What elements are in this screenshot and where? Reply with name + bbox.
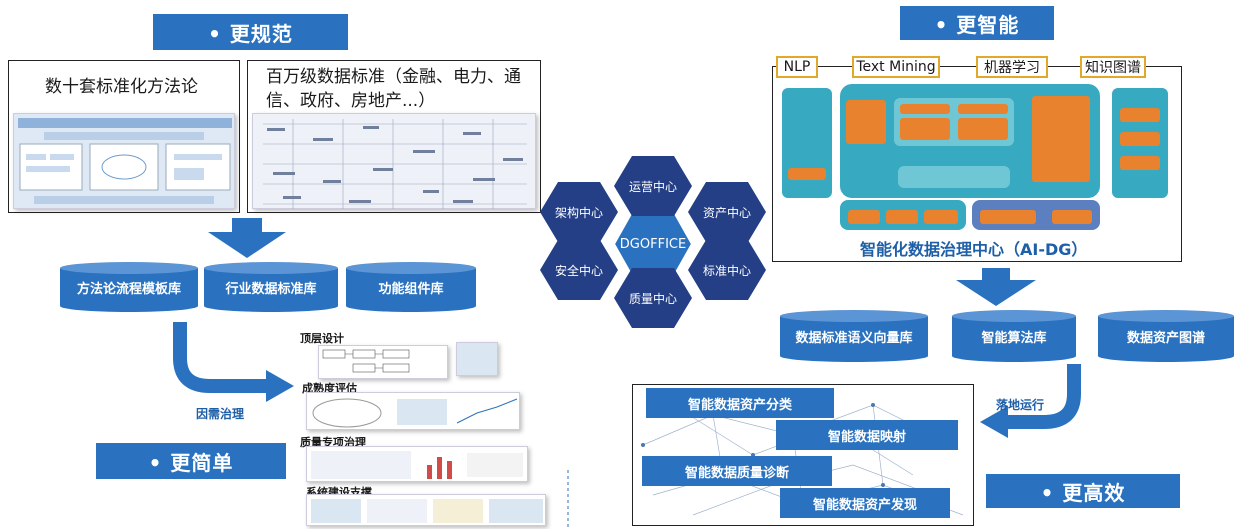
model-bar (898, 166, 1010, 188)
hex-asset: 资产中心 (688, 182, 766, 242)
curved-arrow-on-demand (173, 322, 294, 402)
cylinder-label: 功能组件库 (378, 281, 444, 297)
doc-system (306, 494, 546, 526)
doc-top-design-table (456, 342, 498, 376)
storage-card-3 (924, 210, 958, 224)
storage-card-2 (886, 210, 918, 224)
tag-text-mining: Text Mining (852, 56, 940, 78)
doc-maturity (306, 392, 520, 430)
ribbon-quality-diagnosis: 智能数据质量诊断 (642, 456, 832, 486)
stack-label-top-design: 顶层设计 (300, 332, 344, 345)
preprocess-card (846, 100, 886, 144)
ai-client-panel (1112, 88, 1168, 198)
cylinder-label: 方法论流程模板库 (76, 281, 181, 297)
dashed-divider (567, 470, 569, 528)
data-tag-card (788, 168, 826, 180)
hex-label: 架构中心 (554, 205, 603, 220)
cylinder-asset-graph: 数据资产图谱 (1098, 310, 1234, 362)
algorithm-panel (894, 98, 1014, 146)
on-demand-label: 因需治理 (196, 407, 245, 421)
stack-label-maturity: 成熟度评估 (302, 382, 357, 395)
ribbon-asset-classification: 智能数据资产分类 (646, 388, 834, 418)
algo-card-4 (958, 118, 1008, 140)
client-card-2 (1120, 132, 1160, 146)
ai-data-panel (782, 88, 832, 198)
standards-network-illustration (263, 119, 527, 209)
algo-card-2 (958, 104, 1008, 114)
deploy-label: 落地运行 (996, 398, 1045, 412)
doc-top-design (318, 345, 448, 379)
doc-quality (306, 446, 528, 482)
cylinder-industry-standards: 行业数据标准库 (204, 262, 338, 312)
cylinder-methodology-template: 方法论流程模板库 (60, 262, 198, 312)
hex-center-dgoffice: DGOFFICE (614, 212, 692, 276)
client-card-3 (1120, 156, 1160, 170)
hex-architecture: 架构中心 (540, 182, 618, 242)
banner-more-efficient: • 更高效 (986, 474, 1180, 508)
interface-card (1032, 96, 1090, 182)
monitor-label-area (1116, 206, 1166, 222)
cylinder-function-components: 功能组件库 (346, 262, 476, 312)
hex-label: 资产中心 (702, 205, 751, 220)
algo-card-1 (900, 104, 950, 114)
banner-simpler: • 更简单 (96, 443, 286, 479)
tag-nlp: NLP (776, 56, 818, 78)
down-arrow-right (956, 268, 1036, 306)
storage-card-1 (848, 210, 880, 224)
hex-operations: 运营中心 (614, 156, 692, 216)
tag-knowledge-graph: 知识图谱 (1080, 56, 1146, 78)
ai-dg-title: 智能化数据治理中心（AI-DG） (860, 240, 1088, 259)
banner-more-standard: • 更规范 (153, 14, 348, 50)
stack-label-quality: 质量专项治理 (300, 436, 366, 449)
hex-label: 质量中心 (628, 291, 677, 306)
curved-arrow-deploy (980, 364, 1081, 438)
banner-more-intelligent: • 更智能 (900, 6, 1054, 40)
methods-thumbnail (13, 113, 235, 209)
standards-box: 百万级数据标准（金融、电力、通信、政府、房地产...） (247, 60, 541, 213)
cylinder-label: 数据资产图谱 (1126, 330, 1205, 346)
client-card-1 (1120, 108, 1160, 122)
methods-box: 数十套标准化方法论 (8, 60, 240, 213)
ai-deploy-panel (972, 200, 1100, 230)
standards-title: 百万级数据标准（金融、电力、通信、政府、房地产...） (266, 67, 521, 111)
ai-storage-panel (840, 200, 966, 230)
cylinder-label: 数据标准语义向量库 (795, 330, 913, 346)
hex-standards: 标准中心 (688, 240, 766, 300)
hex-label: 安全中心 (554, 263, 603, 278)
tag-machine-learning: 机器学习 (976, 56, 1048, 78)
cylinder-algorithm-lib: 智能算法库 (952, 310, 1076, 362)
down-arrow-left (208, 218, 286, 258)
ribbon-data-mapping: 智能数据映射 (776, 420, 958, 450)
methodology-framework-illustration (18, 118, 232, 204)
algo-card-3 (900, 118, 950, 140)
standards-thumbnail (252, 113, 536, 209)
deploy-card-1 (980, 210, 1036, 224)
methods-title: 数十套标准化方法论 (45, 77, 198, 97)
cylinder-label: 智能算法库 (981, 330, 1047, 346)
cylinder-label: 行业数据标准库 (225, 281, 317, 297)
hex-label: 标准中心 (702, 263, 751, 278)
ribbon-asset-discovery: 智能数据资产发现 (780, 488, 950, 518)
hex-quality: 质量中心 (614, 268, 692, 328)
hex-security: 安全中心 (540, 240, 618, 300)
ai-service-panel (840, 84, 1100, 198)
deploy-card-2 (1052, 210, 1092, 224)
hex-label: DGOFFICE (619, 236, 687, 252)
hex-label: 运营中心 (628, 179, 677, 194)
cylinder-semantic-vector: 数据标准语义向量库 (780, 310, 928, 362)
